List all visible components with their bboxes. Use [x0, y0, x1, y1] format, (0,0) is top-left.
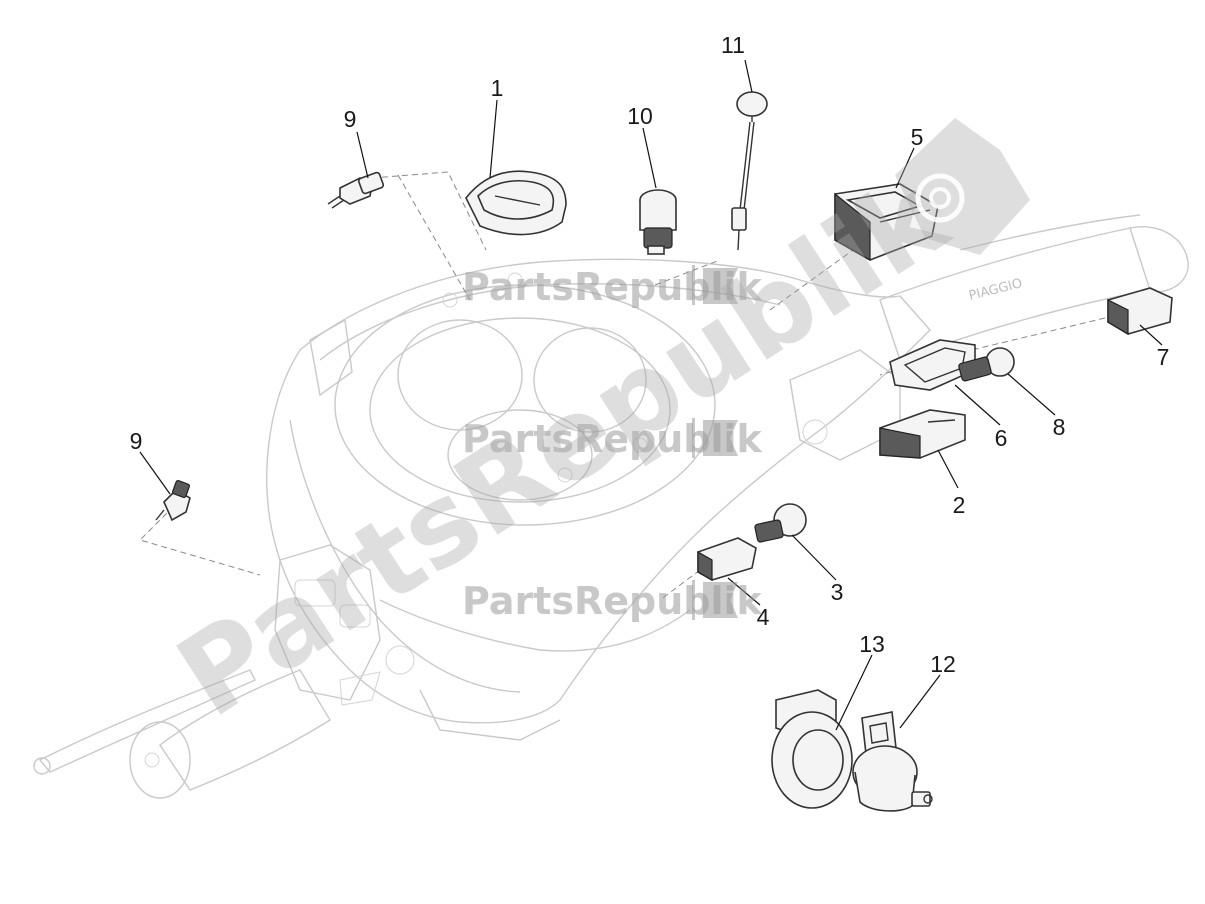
part-9-lower-stop-switch — [155, 479, 191, 522]
gear-flag-icon — [703, 582, 738, 618]
part-9-upper-stop-switch — [327, 171, 385, 209]
callout-2: 2 — [953, 492, 966, 518]
gear-flag-icon — [703, 420, 738, 456]
part-11-sensor-with-wire — [731, 91, 768, 251]
part-8-push-button — [958, 347, 1015, 382]
callout-10: 10 — [627, 103, 653, 129]
callout-6: 6 — [995, 425, 1008, 451]
part-10-push-button — [639, 189, 677, 255]
watermark-bar — [692, 265, 695, 305]
callout-labels: 1 2 3 4 5 6 7 8 9 9 10 11 12 13 — [130, 32, 1170, 677]
part-2-switch — [879, 409, 966, 459]
watermark-bar — [692, 580, 695, 620]
part-7-relay-switch — [1107, 287, 1173, 336]
callout-13: 13 — [859, 631, 885, 657]
callout-5: 5 — [911, 124, 924, 150]
gear-flag-icon — [703, 268, 738, 304]
callout-8: 8 — [1053, 414, 1066, 440]
watermark-small-3: PartsRepublik — [462, 579, 763, 623]
part-13-ignition-cover-ring — [771, 689, 853, 809]
gear-flag-large-icon — [895, 118, 1030, 255]
callout-3: 3 — [831, 579, 844, 605]
part-1-switch-button — [465, 170, 567, 236]
part-5-handlebar-switch — [834, 183, 939, 262]
callout-9-lower: 9 — [130, 428, 143, 454]
callout-1: 1 — [491, 75, 504, 101]
grip-brand-label: PIAGGIO — [967, 276, 1024, 304]
part-12-ignition-switch — [852, 711, 933, 812]
part-4-switch — [697, 537, 757, 582]
callout-12: 12 — [930, 651, 956, 677]
watermark-bar — [692, 418, 695, 458]
callout-7: 7 — [1157, 344, 1170, 370]
handlebar-ghost-outline: PIAGGIO — [33, 214, 1189, 799]
part-3-push-button — [754, 503, 807, 543]
callout-4: 4 — [757, 604, 770, 630]
callout-9-upper: 9 — [344, 106, 357, 132]
part-6-switch-frame — [889, 339, 976, 391]
watermark-small-2: PartsRepublik — [462, 417, 763, 461]
watermark-small-1: PartsRepublik — [462, 265, 763, 309]
callout-11: 11 — [721, 32, 745, 58]
watermark-large-text: PartsRepublik — [156, 151, 970, 743]
